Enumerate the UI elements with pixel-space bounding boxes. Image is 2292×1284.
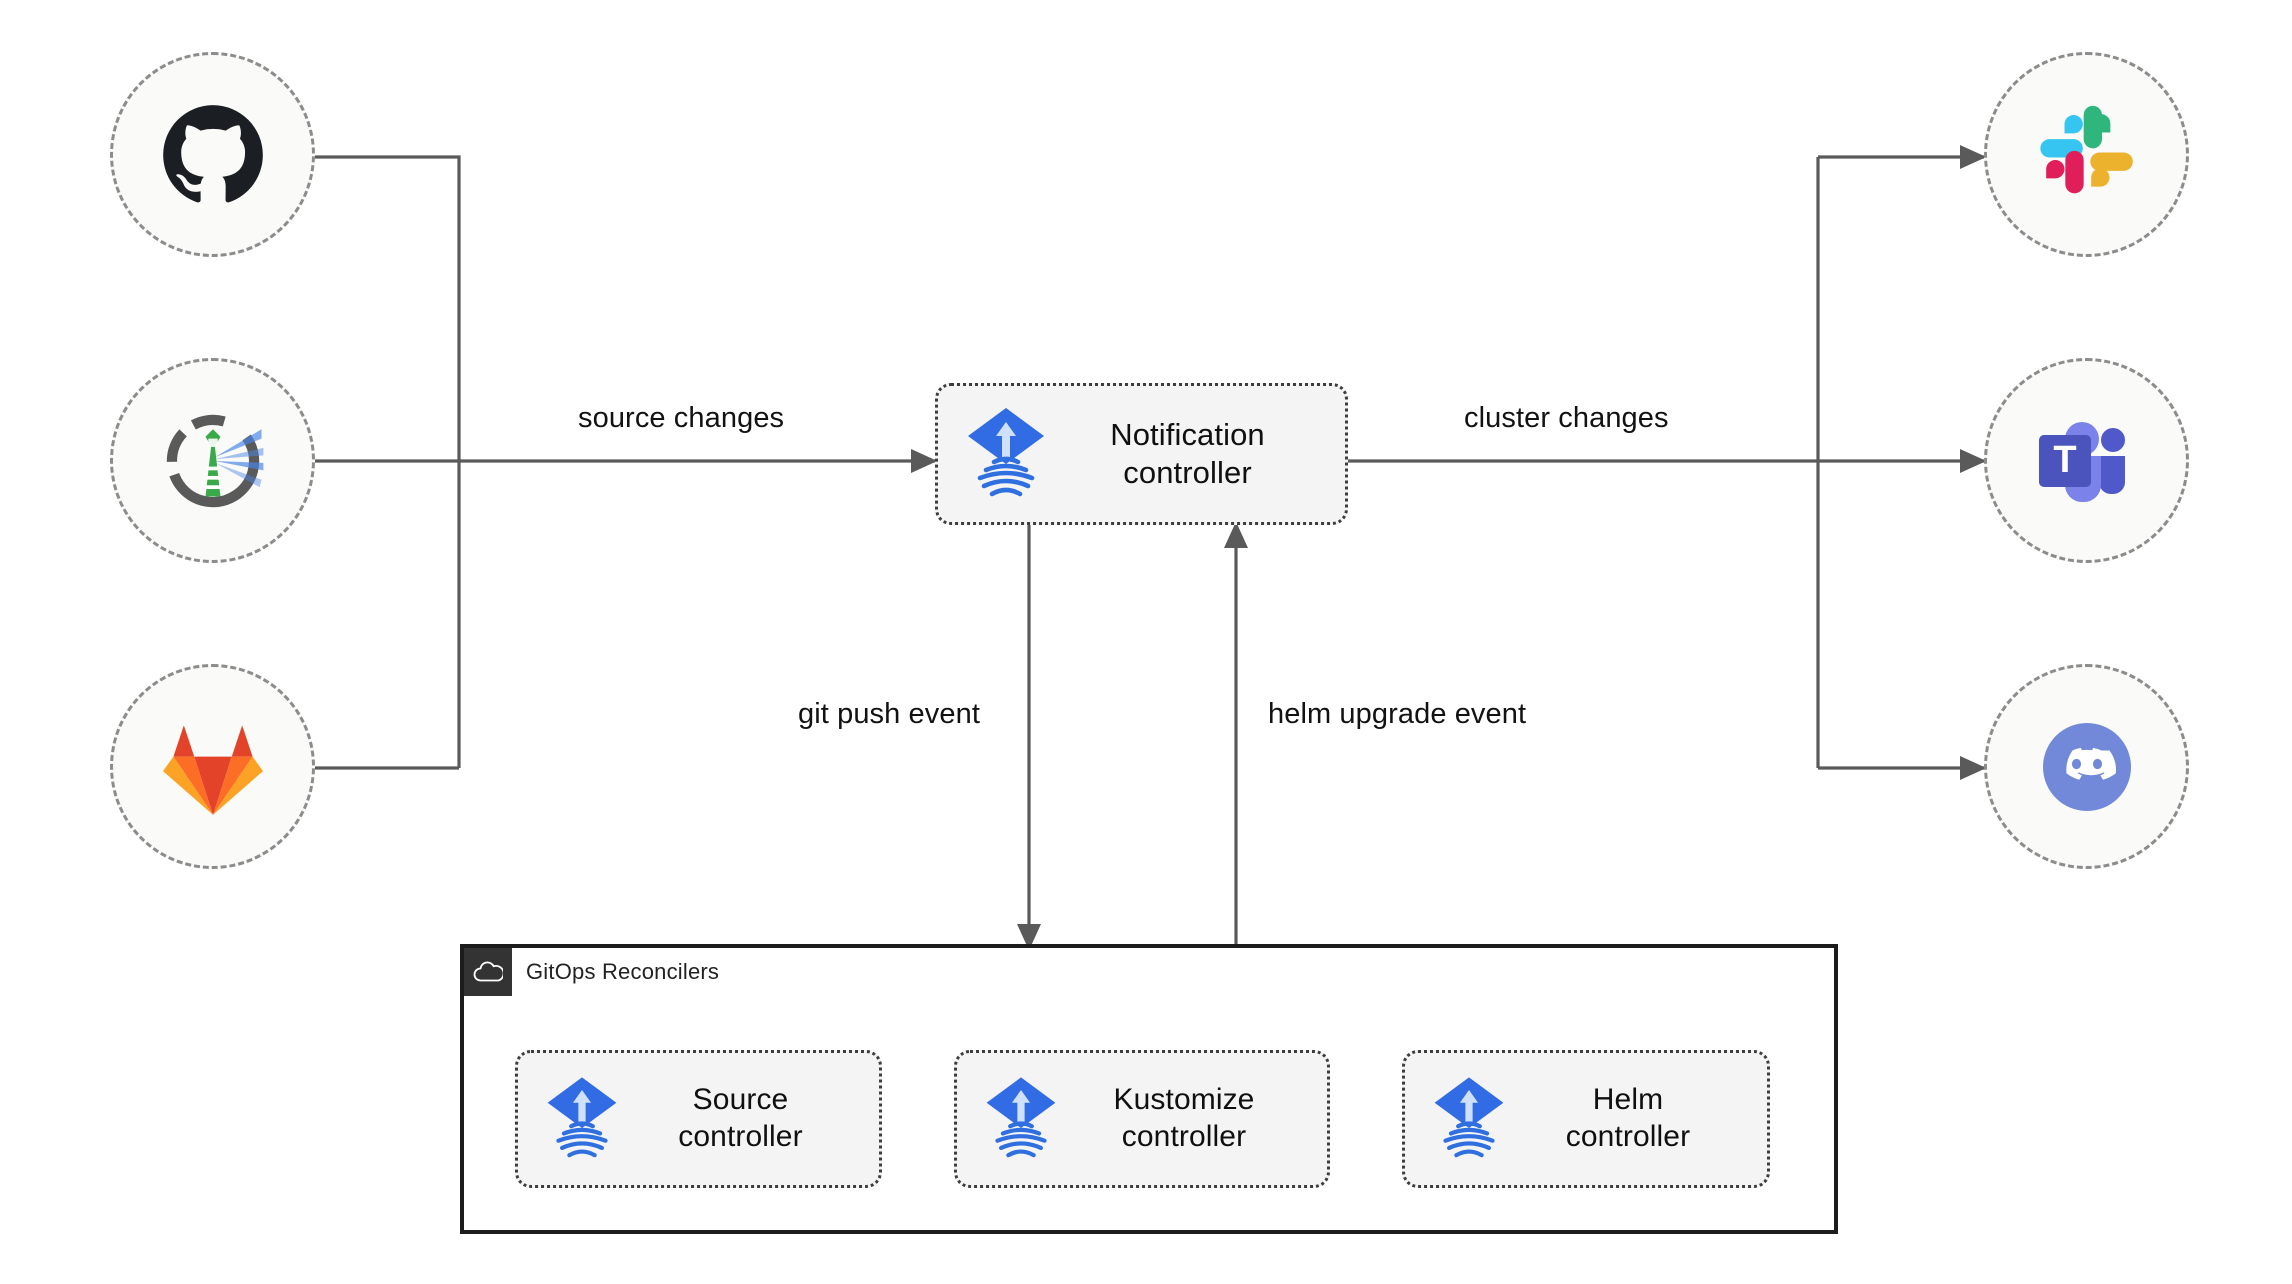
source-node-harbor[interactable] (110, 358, 315, 563)
flux-icon (1431, 1074, 1507, 1164)
wire-github-bus (315, 155, 461, 768)
kustomize-controller-label: Kustomize controller (1113, 1083, 1255, 1153)
edge-label-git-push-event: git push event (798, 698, 980, 730)
helm-controller-node[interactable]: Helm controller (1402, 1050, 1770, 1188)
source-controller-label: Source controller (678, 1083, 803, 1153)
edge-label-source-changes: source changes (578, 402, 785, 434)
slack-icon (2037, 105, 2137, 205)
source-node-github[interactable] (110, 52, 315, 257)
gitops-title: GitOps Reconcilers (526, 959, 720, 984)
target-node-discord[interactable] (1984, 664, 2189, 869)
gitops-header: GitOps Reconcilers (464, 948, 719, 996)
kustomize-controller-node[interactable]: Kustomize controller (954, 1050, 1330, 1188)
harbor-icon (157, 405, 269, 517)
source-controller-node[interactable]: Source controller (515, 1050, 882, 1188)
discord-icon (2031, 711, 2143, 823)
github-icon (161, 103, 265, 207)
teams-icon: T (2035, 413, 2139, 509)
source-node-gitlab[interactable] (110, 664, 315, 869)
flux-icon (964, 406, 1048, 502)
flux-icon (544, 1074, 620, 1164)
edge-label-helm-upgrade-event: helm upgrade event (1268, 698, 1527, 730)
notification-controller-label: Notification controller (1110, 417, 1265, 490)
notification-controller-node[interactable]: Notification controller (935, 383, 1348, 525)
flux-icon (983, 1074, 1059, 1164)
gitlab-icon (159, 717, 267, 817)
target-node-slack[interactable] (1984, 52, 2189, 257)
gitops-reconcilers-container: GitOps Reconcilers Source controller (460, 944, 1838, 1234)
edge-label-cluster-changes: cluster changes (1464, 402, 1669, 434)
cloud-icon (464, 948, 512, 996)
svg-text:T: T (2053, 439, 2076, 481)
target-node-teams[interactable]: T (1984, 358, 2189, 563)
helm-controller-label: Helm controller (1565, 1083, 1691, 1153)
